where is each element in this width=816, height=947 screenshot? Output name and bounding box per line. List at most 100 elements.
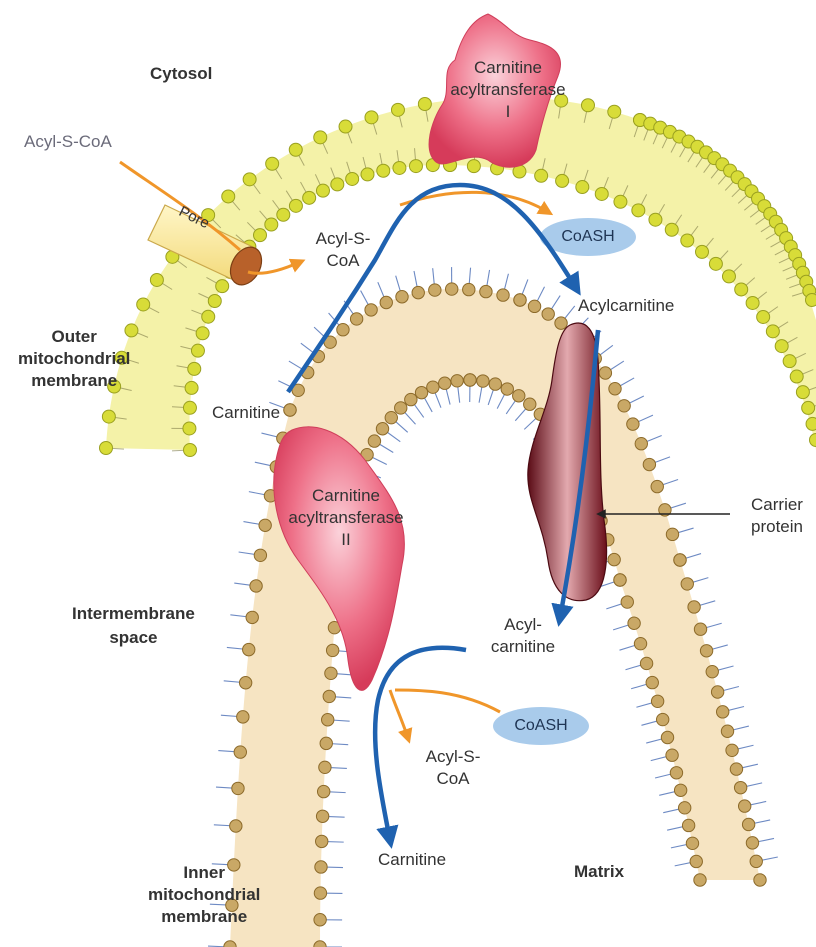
phospholipid-head <box>395 402 407 414</box>
phospholipid-head <box>621 596 633 608</box>
phospholipid-head <box>766 325 779 338</box>
phospholipid-head <box>284 404 296 416</box>
phospholipid-head <box>102 410 115 423</box>
phospholipid-head <box>726 744 738 756</box>
inner-membrane-label-line1: Inner <box>148 862 260 884</box>
phospholipid-head <box>365 111 378 124</box>
phospholipid-head <box>734 781 746 793</box>
phospholipid-head <box>700 645 712 657</box>
phospholipid-head <box>467 160 480 173</box>
phospholipid-head <box>489 378 501 390</box>
phospholipid-head <box>528 300 540 312</box>
phospholipid-head <box>666 528 678 540</box>
phospholipid-head <box>674 554 686 566</box>
phospholipid-head <box>599 367 611 379</box>
carrier-label-line2: protein <box>738 516 816 538</box>
coash-bottom-label: CoASH <box>493 717 589 735</box>
phospholipid-head <box>542 308 554 320</box>
phospholipid-head <box>694 874 706 886</box>
phospholipid-head <box>337 324 349 336</box>
phospholipid-head <box>222 190 235 203</box>
phospholipid-head <box>480 285 492 297</box>
phospholipid-head <box>783 355 796 368</box>
phospholipid-head <box>346 172 359 185</box>
phospholipid-head <box>535 169 548 182</box>
phospholipid-head <box>746 296 759 309</box>
intermembrane-space-label: Intermembrane space <box>72 602 195 650</box>
phospholipid-head <box>656 713 668 725</box>
phospholipid-head <box>380 296 392 308</box>
acyl-scoa-matrix-label: Acyl-S- CoA <box>418 746 488 790</box>
phospholipid-head <box>806 417 816 430</box>
phospholipid-head <box>709 257 722 270</box>
acylcarnitine-matrix-line2: carnitine <box>468 636 578 658</box>
phospholipid-head <box>634 637 646 649</box>
matrix-label: Matrix <box>574 862 624 882</box>
phospholipid-head <box>385 411 397 423</box>
outer-membrane-label-line2: mitochondrial <box>18 348 130 370</box>
phospholipid-head <box>477 375 489 387</box>
phospholipid-head <box>254 229 267 242</box>
phospholipid-head <box>326 644 338 656</box>
phospholipid-head <box>412 286 424 298</box>
phospholipid-head <box>234 746 246 758</box>
phospholipid-head <box>711 686 723 698</box>
phospholipid-head <box>651 480 663 492</box>
phospholipid-head <box>722 270 735 283</box>
phospholipid-head <box>377 164 390 177</box>
phospholipid-head <box>361 168 374 181</box>
cytosol-label: Cytosol <box>150 64 212 84</box>
phospholipid-head <box>651 695 663 707</box>
phospholipid-head <box>365 304 377 316</box>
acyl-scoa-cytosol-label: Acyl-S-CoA <box>24 132 112 152</box>
phospholipid-head <box>618 400 630 412</box>
phospholipid-head <box>524 398 536 410</box>
inner-membrane-label-line2: mitochondrial <box>148 884 260 906</box>
acylcarnitine-matrix-line1: Acyl- <box>468 614 578 636</box>
outer-membrane-label-line3: membrane <box>18 370 130 392</box>
carnitine-acyltransferase-i-label: Carnitine acyltransferase I <box>438 57 578 123</box>
phospholipid-head <box>696 245 709 258</box>
phospholipid-head <box>319 761 331 773</box>
phospholipid-head <box>646 676 658 688</box>
phospholipid-head <box>614 574 626 586</box>
phospholipid-head <box>250 580 262 592</box>
acyl-scoa-ims-line1: Acyl-S- <box>308 228 378 250</box>
phospholipid-head <box>216 280 229 293</box>
intermembrane-label-line1: Intermembrane <box>72 602 195 626</box>
phospholipid-head <box>320 737 332 749</box>
cat2-label-line3: II <box>276 529 416 551</box>
phospholipid-head <box>609 383 621 395</box>
phospholipid-head <box>277 208 290 221</box>
phospholipid-head <box>239 677 251 689</box>
phospholipid-head <box>730 763 742 775</box>
acylcarnitine-to-carnitine-arrow <box>375 648 466 840</box>
phospholipid-head <box>595 187 608 200</box>
phospholipid-head <box>790 370 803 383</box>
phospholipid-head <box>439 377 451 389</box>
phospholipid-head <box>325 667 337 679</box>
acyl-scoa-ims-label: Acyl-S- CoA <box>308 228 378 272</box>
phospholipid-head <box>322 714 334 726</box>
phospholipid-head <box>208 295 221 308</box>
outer-membrane-label-line1: Outer <box>18 326 130 348</box>
phospholipid-head <box>670 767 682 779</box>
phospholipid-head <box>581 99 594 112</box>
phospholipid-head <box>196 327 209 340</box>
phospholipid-head <box>742 818 754 830</box>
phospholipid-head <box>686 837 698 849</box>
phospholipid-head <box>635 438 647 450</box>
phospholipid-head <box>576 181 589 194</box>
carnitine-ims-label: Carnitine <box>212 403 280 423</box>
phospholipid-head <box>706 665 718 677</box>
phospholipid-head <box>339 120 352 133</box>
phospholipid-head <box>628 617 640 629</box>
acylcarnitine-matrix-label: Acyl- carnitine <box>468 614 578 658</box>
phospholipid-head <box>690 855 702 867</box>
phospholipid-head <box>688 601 700 613</box>
phospholipid-head <box>184 444 197 457</box>
phospholipid-head <box>775 340 788 353</box>
phospholipid-head <box>303 191 316 204</box>
